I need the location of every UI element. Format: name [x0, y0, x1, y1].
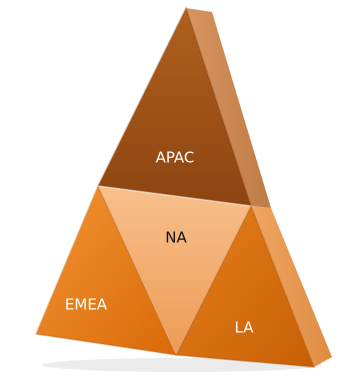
pyramid-side-upper	[186, 8, 271, 208]
pyramid-side-lower	[251, 206, 332, 367]
segment-right	[176, 206, 314, 367]
segment-center	[98, 186, 251, 355]
segment-top-label: APAC	[156, 149, 195, 167]
segment-left-label: EMEA	[65, 296, 108, 314]
segment-left	[36, 186, 176, 355]
segment-right-label: LA	[235, 319, 255, 337]
segment-center-label: NA	[165, 229, 187, 247]
segment-top	[98, 8, 251, 206]
pyramid-edge-highlight	[35, 7, 187, 335]
